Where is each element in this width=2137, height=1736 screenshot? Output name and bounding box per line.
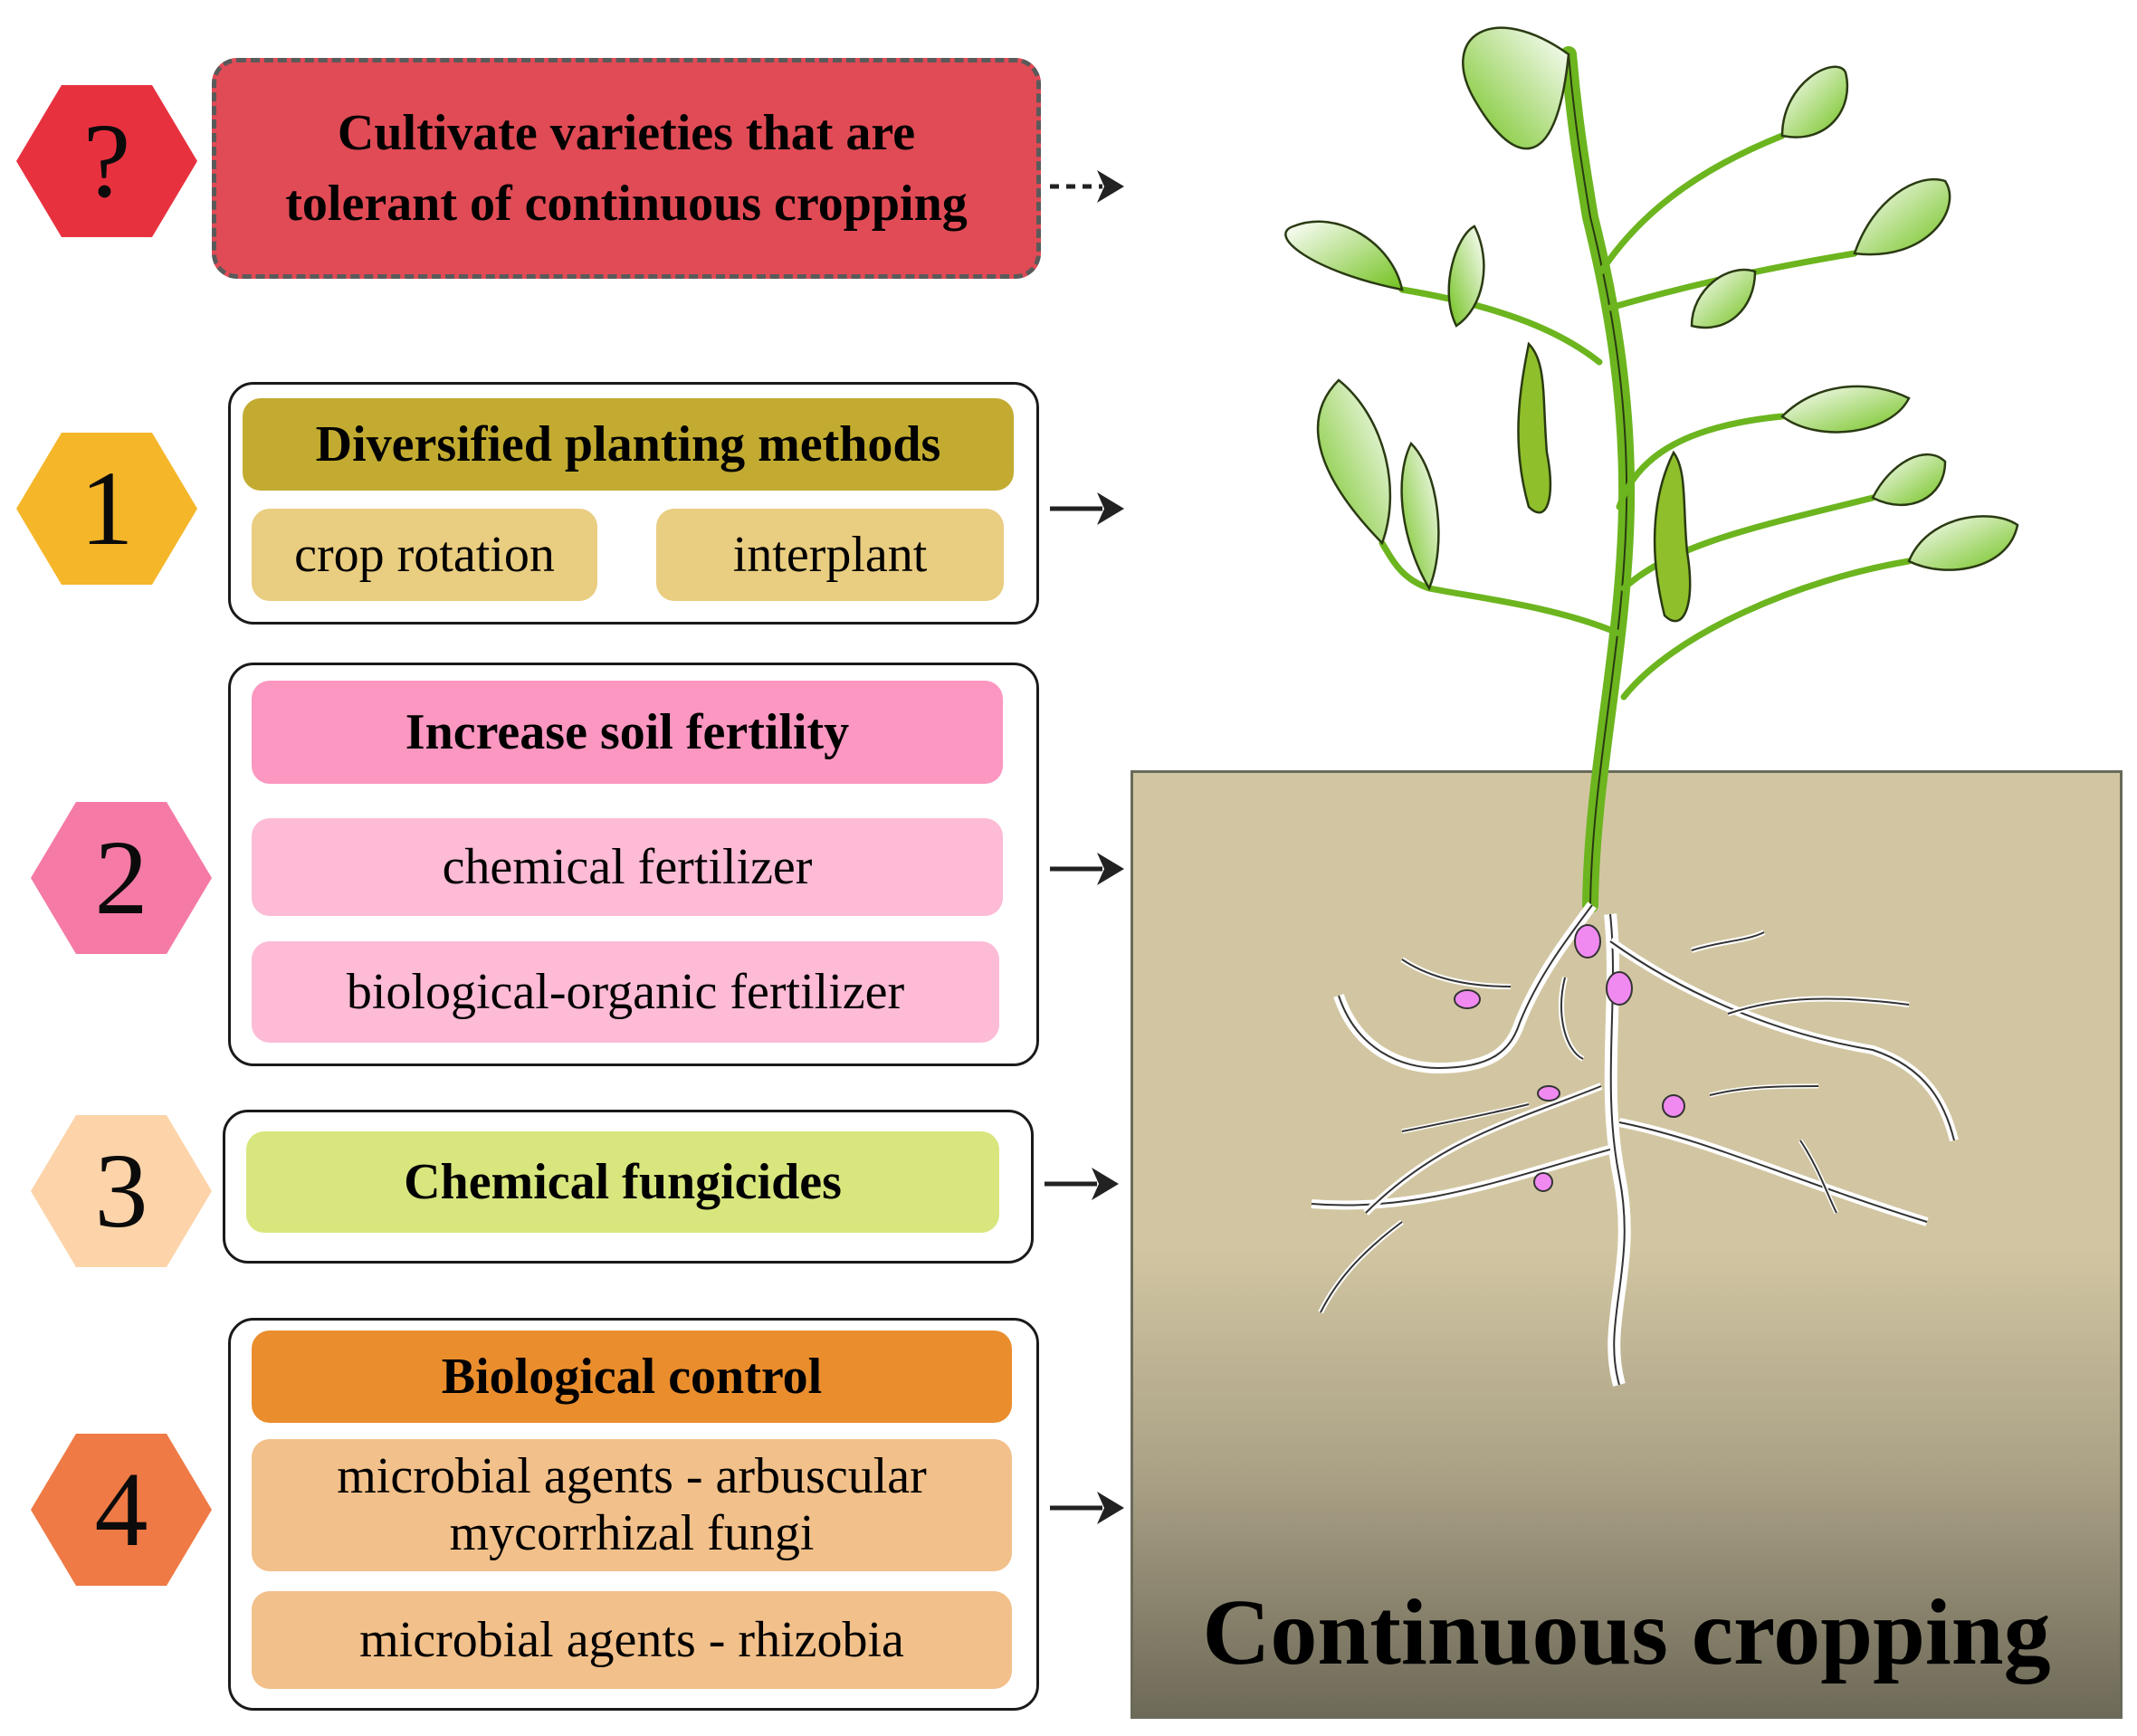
strategy-2-heading: Increase soil fertility (252, 681, 1003, 784)
question-arrow-icon (1050, 170, 1124, 203)
strategy-2-hexagon: 2 (31, 802, 212, 954)
tolerant-varieties-box: Cultivate varieties that are tolerant of… (212, 58, 1041, 279)
strategy-1-number: 1 (80, 449, 134, 568)
strategy-2-item-bio-organic-fertilizer: biological-organic fertilizer (252, 941, 999, 1043)
strategy-2-item-chemical-fertilizer: chemical fertilizer (252, 818, 1003, 916)
soil-label: Continuous cropping (1202, 1580, 2051, 1684)
strategy-4-number: 4 (94, 1450, 148, 1569)
strategy-3-number: 3 (94, 1131, 148, 1250)
strategy-1-item-crop-rotation: crop rotation (252, 509, 597, 601)
strategy-2-arrow-icon (1050, 853, 1124, 885)
question-hexagon: ? (16, 85, 197, 237)
strategy-2-number: 2 (94, 818, 148, 937)
tolerant-varieties-line-1: Cultivate varieties that are (337, 104, 916, 161)
strategy-4-arrow-icon (1050, 1492, 1124, 1524)
strategy-4-item-amf: microbial agents - arbuscular mycorrhiza… (252, 1439, 1012, 1571)
strategy-1-arrow-icon (1050, 492, 1124, 525)
plant-leaf (1462, 26, 1570, 150)
strategy-3-hexagon: 3 (31, 1115, 212, 1267)
plant-illustration (1284, 26, 2019, 1387)
strategy-1-item-interplant: interplant (656, 509, 1004, 601)
strategy-4-item-rhizobia: microbial agents - rhizobia (252, 1591, 1012, 1689)
root-nodules (1454, 924, 1685, 1192)
strategy-3-heading: Chemical fungicides (246, 1131, 999, 1233)
strategy-3-arrow-icon (1045, 1168, 1119, 1200)
strategy-4-heading: Biological control (252, 1331, 1012, 1423)
strategy-1-hexagon: 1 (16, 433, 197, 585)
question-mark: ? (82, 101, 131, 220)
strategy-4-hexagon: 4 (31, 1434, 212, 1586)
tolerant-varieties-line-2: tolerant of continuous cropping (285, 176, 968, 232)
strategy-1-heading: Diversified planting methods (243, 398, 1014, 491)
